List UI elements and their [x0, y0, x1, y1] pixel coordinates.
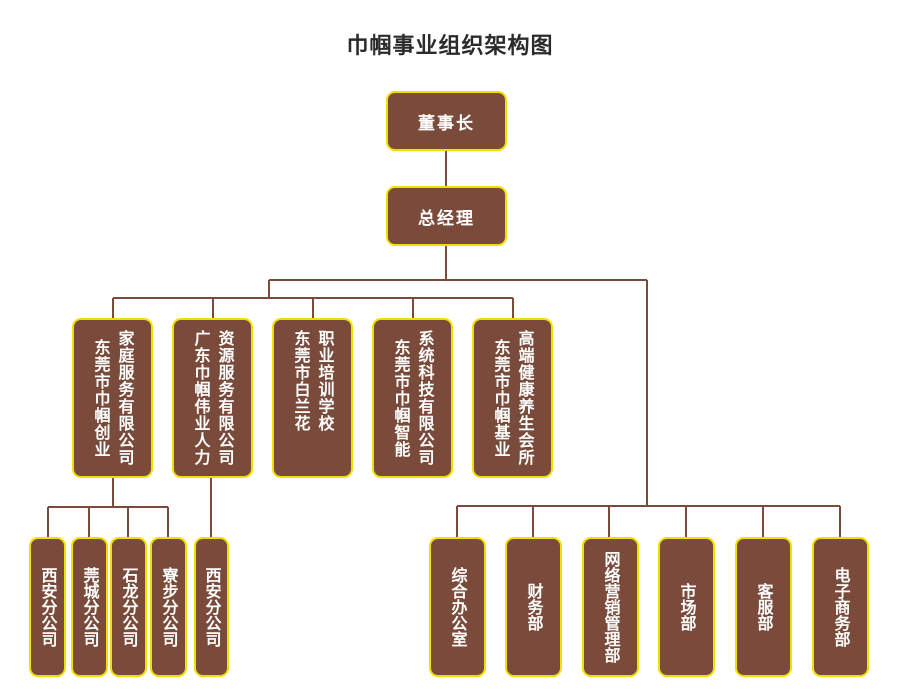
company-box-chuangye: 家庭服务有限公司 东莞市巾帼创业 [72, 318, 153, 478]
dept-box-ecommerce: 电子商务部 [812, 537, 869, 677]
company-box-bailanhua: 职业培训学校 东莞市白兰花 [272, 318, 353, 478]
company-line-2: 东莞市巾帼基业 [491, 338, 511, 458]
dept-box-finance: 财务部 [505, 537, 562, 677]
dept-label: 市场部 [677, 583, 697, 631]
dept-label: 客服部 [754, 583, 774, 631]
company-line-1: 家庭服务有限公司 [115, 330, 135, 466]
branch-label: 西安分公司 [202, 567, 222, 647]
general-manager-box: 总经理 [386, 186, 507, 246]
branch-label: 西安分公司 [38, 567, 58, 647]
company-line-1: 高端健康养生会所 [515, 330, 535, 466]
company-box-weiye: 资源服务有限公司 广东巾帼伟业人力 [172, 318, 253, 478]
chairman-box: 董事长 [386, 91, 507, 151]
branch-label: 寮步分公司 [159, 567, 179, 647]
dept-label: 电子商务部 [831, 567, 851, 647]
dept-box-customer-service: 客服部 [735, 537, 792, 677]
branch-box-shilong: 石龙分公司 [110, 537, 147, 677]
company-line-2: 东莞市白兰花 [291, 330, 311, 432]
dept-box-office: 综合办公室 [429, 537, 486, 677]
company-line-2: 东莞市巾帼智能 [391, 338, 411, 458]
dept-label: 财务部 [524, 583, 544, 631]
company-box-zhineng: 系统科技有限公司 东莞市巾帼智能 [372, 318, 453, 478]
branch-box-guancheng: 莞城分公司 [71, 537, 108, 677]
branch-box-liaobu: 寮步分公司 [150, 537, 187, 677]
dept-label: 综合办公室 [448, 567, 468, 647]
company-line-1: 系统科技有限公司 [415, 330, 435, 466]
branch-box-xian-2: 西安分公司 [194, 537, 229, 677]
company-line-1: 资源服务有限公司 [215, 330, 235, 466]
page-title: 巾帼事业组织架构图 [346, 34, 554, 59]
company-box-jiye: 高端健康养生会所 东莞市巾帼基业 [472, 318, 553, 478]
company-line-2: 广东巾帼伟业人力 [191, 330, 211, 466]
branch-label: 石龙分公司 [119, 567, 139, 647]
dept-box-net-marketing: 网络营销管理部 [582, 537, 639, 677]
branch-label: 莞城分公司 [80, 567, 100, 647]
company-line-1: 职业培训学校 [315, 330, 335, 432]
company-line-2: 东莞市巾帼创业 [91, 338, 111, 458]
dept-label: 网络营销管理部 [601, 551, 621, 663]
branch-box-xian: 西安分公司 [29, 537, 66, 677]
dept-box-market: 市场部 [658, 537, 715, 677]
